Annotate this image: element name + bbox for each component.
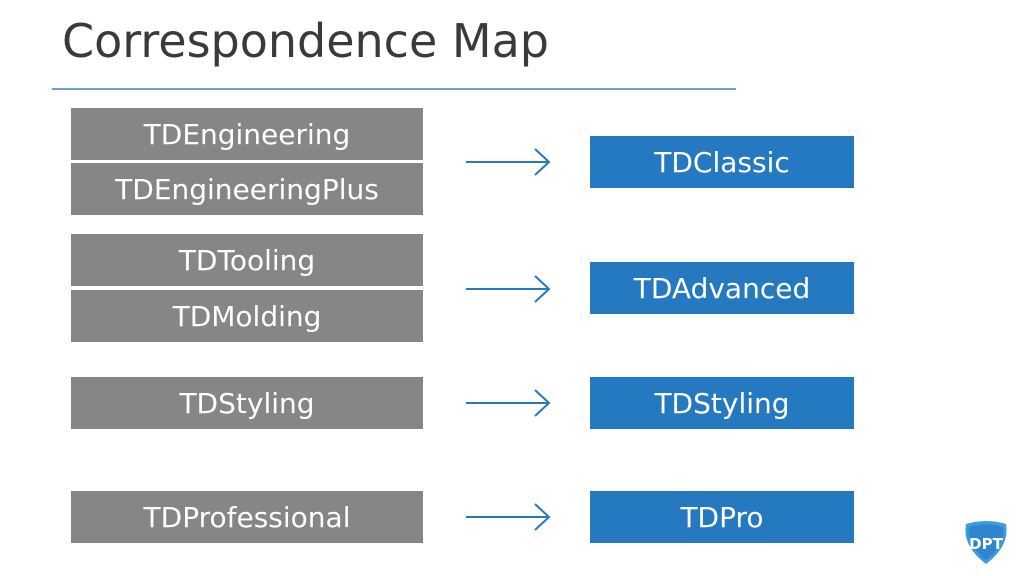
- source-box-tdengineeringplus: TDEngineeringPlus: [71, 163, 423, 215]
- source-box-tdtooling: TDTooling: [71, 234, 423, 286]
- slide-title: Correspondence Map: [62, 14, 549, 68]
- source-box-tdprofessional: TDProfessional: [71, 491, 423, 543]
- target-box-tdadvanced: TDAdvanced: [590, 262, 854, 314]
- dpt-logo-icon: DPT: [965, 521, 1007, 564]
- arrow-right-icon: [466, 275, 551, 303]
- arrow-right-icon: [466, 503, 551, 531]
- source-box-tdengineering: TDEngineering: [71, 108, 423, 160]
- target-box-tdclassic: TDClassic: [590, 136, 854, 188]
- logo-text: DPT: [969, 535, 1003, 553]
- source-box-tdstyling: TDStyling: [71, 377, 423, 429]
- source-box-tdmolding: TDMolding: [71, 290, 423, 342]
- target-box-tdpro: TDPro: [590, 491, 854, 543]
- target-box-tdstyling: TDStyling: [590, 377, 854, 429]
- title-underline: [52, 88, 736, 90]
- arrow-right-icon: [466, 148, 551, 176]
- arrow-right-icon: [466, 389, 551, 417]
